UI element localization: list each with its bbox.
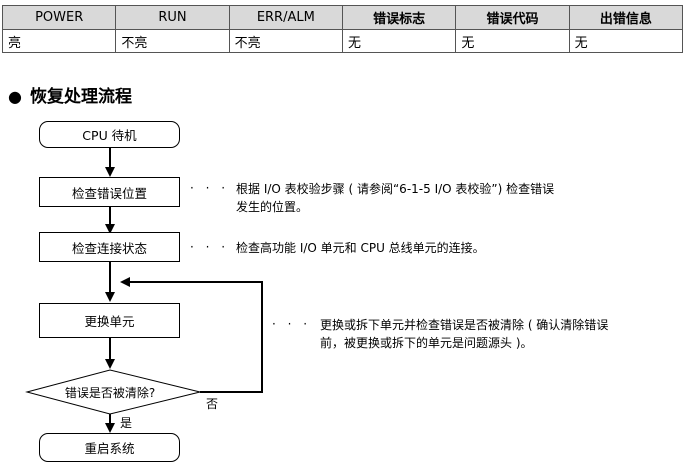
header-power: POWER (1, 5, 117, 30)
cell-error-flag: 无 (341, 29, 457, 53)
flow-check-connection-label: 检查连接状态 (71, 240, 147, 256)
note3-text: 更换或拆下单元并检查错误是否被清除 ( 确认清除错误 前，被更换或拆下的单元是问… (320, 316, 608, 352)
flow-restart-label: 重启系统 (84, 441, 135, 456)
flow-start-box: CPU 待机 (39, 121, 180, 148)
note2-dots: · · · (190, 240, 230, 254)
note1-dots: · · · (190, 181, 230, 195)
note3-line2: 前，被更换或拆下的单元是问题源头 )。 (320, 336, 533, 350)
note1-line2: 发生的位置。 (236, 200, 309, 214)
section-heading: ● 恢复处理流程 (8, 82, 132, 107)
note3-dots: · · · (272, 317, 312, 331)
flow-yes-label: 是 (120, 416, 133, 430)
status-table-header-row: POWER RUN ERR/ALM 错误标志 错误代码 出错信息 (1, 5, 684, 30)
arrow-no-loop-back (120, 277, 263, 393)
flow-start-label: CPU 待机 (82, 128, 137, 143)
flow-check-connection-box: 检查连接状态 (39, 232, 180, 262)
status-table: POWER RUN ERR/ALM 错误标志 错误代码 出错信息 亮 不亮 不亮… (1, 5, 684, 53)
flow-decision-label: 错误是否被清除? (64, 386, 156, 400)
note1-text: 根据 I/O 表校验步骤 ( 请参阅“6-1-5 I/O 表校验”) 检查错误 … (236, 180, 554, 216)
flow-check-location-box: 检查错误位置 (39, 177, 180, 207)
cell-error-message: 无 (568, 29, 684, 53)
flow-replace-unit-box: 更换单元 (39, 303, 180, 338)
flow-no-label: 否 (206, 397, 219, 411)
cell-power: 亮 (1, 29, 117, 53)
bullet-icon: ● (8, 87, 22, 106)
header-error-message: 出错信息 (568, 5, 684, 30)
flow-check-location-label: 检查错误位置 (71, 185, 147, 201)
cell-err-alm: 不亮 (228, 29, 343, 53)
note1-line1: 根据 I/O 表校验步骤 ( 请参阅“6-1-5 I/O 表校验”) 检查错误 (236, 182, 555, 196)
cell-run: 不亮 (115, 29, 230, 53)
header-error-flag: 错误标志 (341, 5, 457, 30)
cell-error-code: 无 (455, 29, 570, 53)
note2-text: 检查高功能 I/O 单元和 CPU 总线单元的连接。 (236, 241, 485, 255)
section-title-text: 恢复处理流程 (29, 87, 132, 107)
flow-replace-unit-label: 更换单元 (84, 314, 135, 329)
flow-restart-box: 重启系统 (39, 433, 180, 462)
note3-line1: 更换或拆下单元并检查错误是否被清除 ( 确认清除错误 (320, 318, 609, 332)
table-row: 亮 不亮 不亮 无 无 无 (1, 29, 684, 53)
header-error-code: 错误代码 (455, 5, 570, 30)
